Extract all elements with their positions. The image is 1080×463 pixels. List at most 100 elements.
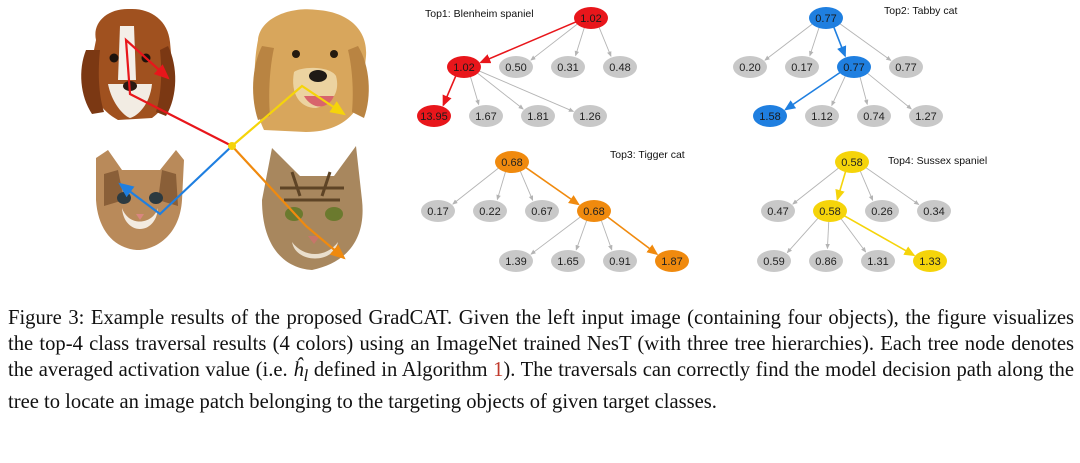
tree-3-node-value: 1.65 (557, 256, 578, 268)
tree-3-node: 0.68 (495, 151, 529, 173)
tree-1-node-value: 13.95 (420, 111, 448, 123)
tree-1-active-edge (442, 75, 457, 107)
tree-2-node-value: 1.58 (759, 111, 780, 123)
traversal-arrows (118, 37, 346, 260)
tree-3-edge (600, 219, 613, 251)
tree-1-node: 0.50 (499, 56, 533, 78)
tree-2-node-value: 0.20 (739, 62, 760, 74)
tree-3-node: 0.91 (603, 250, 637, 272)
tree-3-node: 1.39 (499, 250, 533, 272)
tree-1-node: 1.02 (447, 56, 481, 78)
tree-3: 0.68 0.17 0.22 0.67 0.68 1.39 1.65 0.91 1.87 Top3… (421, 149, 689, 272)
tree-4-edge (792, 167, 840, 205)
tree-4-active-edge (835, 170, 847, 201)
tree-1-edge (530, 23, 579, 61)
tree-1-edge (478, 70, 575, 112)
tree-3-node: 0.17 (421, 200, 455, 222)
tree-2-node-value: 0.77 (843, 62, 864, 74)
tree-3-node-value: 0.67 (531, 206, 552, 218)
tree-3-label: Top3: Tigger cat (610, 149, 685, 161)
tree-3-node-value: 0.68 (501, 157, 522, 169)
tree-1-node: 1.67 (469, 105, 503, 127)
tree-2-active-edge (832, 26, 847, 58)
tree-2-node-value: 1.12 (811, 111, 832, 123)
tree-4-node: 0.86 (809, 250, 843, 272)
tree-2-node: 0.17 (785, 56, 819, 78)
input-image (81, 8, 369, 270)
tree-4-node-value: 1.31 (867, 256, 888, 268)
tree-3-node-value: 0.91 (609, 256, 630, 268)
tree-4-node-value: 0.58 (819, 206, 840, 218)
tree-2-node-value: 1.27 (915, 111, 936, 123)
tree-1-node-value: 1.81 (527, 111, 548, 123)
tree-2-active-edge (784, 71, 842, 111)
tree-2-edge (838, 22, 892, 61)
tree-1-node-value: 0.48 (609, 62, 630, 74)
tree-2-node-value: 0.77 (815, 13, 836, 25)
tree-1-node-value: 0.31 (557, 62, 578, 74)
tree-2-edge (866, 72, 912, 110)
tree-2-node-value: 0.17 (791, 62, 812, 74)
tree-3-active-edge (524, 166, 580, 206)
tree-4-edge (786, 217, 819, 254)
tree-1-node: 1.26 (573, 105, 607, 127)
tree-1-node-value: 0.50 (505, 62, 526, 74)
tree-1-node: 1.81 (521, 105, 555, 127)
tree-4-node-value: 0.26 (871, 206, 892, 218)
tree-3-node-value: 0.68 (583, 206, 604, 218)
tree-4-node-value: 0.58 (841, 157, 862, 169)
tree-4-node-value: 0.59 (763, 256, 784, 268)
tree-3-edge (496, 170, 507, 201)
tree-1-edge (469, 75, 480, 106)
caption-middle: defined in Algorithm (308, 359, 494, 381)
tree-3-node: 0.68 (577, 200, 611, 222)
tree-1-node: 0.31 (551, 56, 585, 78)
tree-4-active-edge (843, 214, 916, 257)
tree-1-node-value: 1.02 (453, 62, 474, 74)
tree-2-node-value: 0.74 (863, 111, 884, 123)
tree-2-edge (859, 76, 869, 106)
tree-4-node: 1.33 (913, 250, 947, 272)
tabby-cat-photo (262, 146, 363, 270)
tree-1-node: 13.95 (417, 105, 451, 127)
tree-2-node-value: 0.77 (895, 62, 916, 74)
tree-4-edge (840, 217, 867, 253)
tree-1-label: Top1: Blenheim spaniel (425, 8, 534, 20)
tree-1-active-edge (479, 20, 578, 64)
tree-3-node-value: 0.17 (427, 206, 448, 218)
tree-1-edge (574, 26, 585, 57)
tree-3-node: 0.22 (473, 200, 507, 222)
caption-math-subscript: l (303, 366, 309, 386)
tree-3-edge (519, 170, 534, 202)
tree-3-active-edge (606, 215, 659, 256)
tree-4-node: 0.59 (757, 250, 791, 272)
tree-3-node-value: 1.87 (661, 256, 682, 268)
caption-suffix: ). The traversals can correctly find the… (8, 359, 1074, 414)
tree-4-node-value: 0.34 (923, 206, 944, 218)
tree-3-node-value: 0.22 (479, 206, 500, 218)
tree-4-node: 0.58 (835, 151, 869, 173)
tree-3-edge (530, 215, 582, 255)
tree-3-edge (452, 167, 500, 205)
tree-3-node-value: 1.39 (505, 256, 526, 268)
tree-3-edge (575, 219, 588, 251)
tree-1: 1.02 1.02 0.50 0.31 0.48 13.95 1.67 1.81 1.26 Top… (417, 7, 637, 127)
tree-2-node: 0.77 (837, 56, 871, 78)
tree-1-node-value: 1.67 (475, 111, 496, 123)
tree-1-edge (598, 26, 612, 57)
tree-4-node: 0.34 (917, 200, 951, 222)
tree-4-edge (825, 220, 830, 250)
tree-4-node: 0.47 (761, 200, 795, 222)
tree-1-node-value: 1.02 (580, 13, 601, 25)
tree-1-node: 0.48 (603, 56, 637, 78)
tree-2-node: 0.74 (857, 105, 891, 127)
tree-3-node: 1.87 (655, 250, 689, 272)
tree-1-node: 1.02 (574, 7, 608, 29)
figure-caption: Figure 3: Example results of the propose… (8, 305, 1074, 415)
algorithm-reference-link[interactable]: 1 (493, 359, 504, 381)
tree-2-node: 0.77 (809, 7, 843, 29)
tree-4-node-value: 0.47 (767, 206, 788, 218)
